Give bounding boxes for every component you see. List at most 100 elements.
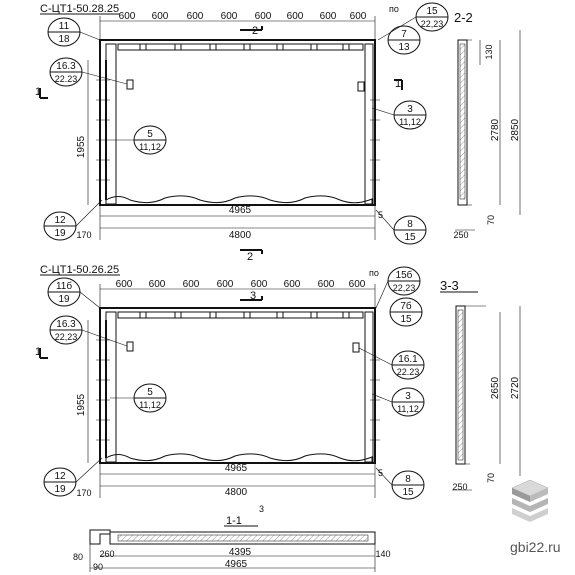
p1-dim-4965: 4965: [229, 205, 252, 216]
svg-text:12: 12: [54, 471, 66, 482]
s1-dim-80: 80: [73, 552, 83, 562]
svg-text:11б: 11б: [56, 280, 72, 292]
panel-2-bottom-profile: [105, 453, 373, 462]
p1-callout-3: 3 11,12: [371, 100, 427, 130]
svg-text:22,23: 22,23: [421, 19, 444, 29]
p1-dim-top-4: 600: [221, 11, 238, 22]
p1-embed-right: [357, 81, 365, 92]
p1-callout-5: 5 11,12: [110, 125, 167, 155]
p1-callout-15: по 15 22,23: [377, 2, 449, 41]
panel-1-top-dimensions: 600 600 600 600 600 600 600 600: [99, 11, 376, 40]
s2-dim-2780: 2780: [490, 118, 501, 141]
p2-cut-3: 3: [250, 290, 256, 302]
p1-dim-4800: 4800: [229, 230, 252, 241]
p1-cut-1-left: 1: [35, 86, 41, 98]
p1-dim-top-2: 600: [152, 11, 169, 22]
panel-1-bottom-profile: [105, 195, 373, 204]
p2-dim-top-6: 600: [284, 279, 301, 290]
s1-dim-140: 140: [375, 549, 390, 559]
svg-text:15: 15: [400, 314, 412, 325]
s3-dim-2650: 2650: [490, 376, 501, 399]
svg-text:15б: 15б: [396, 269, 413, 281]
panel-1: С-ЦТ1-50.28.25 600 600 600 600 600 600 6…: [35, 2, 449, 263]
p2-dim-top-4: 600: [217, 279, 234, 290]
p1-callout-8-15: 8 15: [375, 209, 427, 245]
panel-2-outline: [99, 307, 376, 464]
p2-dim-top-8: 600: [349, 279, 366, 290]
svg-text:11: 11: [59, 21, 70, 32]
svg-text:3: 3: [407, 104, 413, 115]
p1-callout-16-3: 16.3 22.23: [49, 57, 128, 87]
svg-text:3: 3: [405, 391, 411, 402]
svg-text:16.3: 16.3: [56, 61, 76, 72]
p2-dim-height: 1955: [76, 393, 87, 416]
p2-dim-4800: 4800: [225, 487, 248, 498]
p2-callout-12-19: 12 19: [43, 457, 103, 497]
p2-cut-1-left: 1: [35, 346, 41, 358]
p1-callout-7-13: 7 13: [387, 25, 421, 55]
s1-dim-4395: 4395: [229, 547, 252, 558]
svg-text:11,12: 11,12: [139, 400, 161, 410]
svg-text:13: 13: [398, 42, 410, 53]
s3-dim-2720: 2720: [510, 376, 521, 399]
p1-dim-top-1: 600: [119, 11, 136, 22]
p2-callout-16-1: 16.1 22.23: [358, 347, 425, 380]
p1-dim-height: 1955: [76, 135, 87, 158]
p2-callout-7b-15: 7б 15: [389, 297, 423, 327]
section-2-2: 2-2 130 2780 2850 70 250: [453, 10, 521, 240]
svg-text:11,12: 11,12: [139, 142, 161, 152]
p2-callout-11b-19: 11б 19: [47, 277, 101, 309]
s2-dim-250: 250: [453, 230, 468, 240]
panel-2: С-ЦТ1-50.26.25 600 600 600 600 600 600 6…: [35, 264, 425, 500]
panel-1-code: С-ЦТ1-50.28.25: [40, 3, 119, 15]
svg-text:5: 5: [147, 129, 153, 140]
p2-callout-8-15: 8 15: [375, 467, 425, 500]
p2-dim-top-1: 600: [116, 279, 133, 290]
svg-text:19: 19: [54, 228, 66, 239]
p2-embed-right: [352, 342, 360, 353]
svg-text:22,23: 22,23: [55, 332, 78, 342]
svg-text:19: 19: [58, 294, 70, 305]
p2-dim-top-7: 600: [318, 279, 335, 290]
p2-embed-left: [126, 341, 134, 352]
s2-dim-130: 130: [484, 44, 494, 59]
svg-text:8: 8: [405, 474, 411, 485]
panel-1-outline: [99, 39, 376, 206]
svg-text:15: 15: [402, 487, 414, 498]
s3-dim-70: 70: [486, 473, 496, 483]
panel-2-code: С-ЦТ1-50.26.25: [40, 264, 119, 276]
p1-dim-top-3: 600: [187, 11, 204, 22]
p1-dim-top-5: 600: [255, 11, 272, 22]
section-1-1: 1-1 3 80 260 4395 140 90 4965: [73, 504, 391, 572]
watermark: gbi22.ru: [510, 479, 561, 555]
p2-dim-top-5: 600: [251, 279, 268, 290]
svg-text:12: 12: [54, 215, 66, 226]
s2-dim-2850: 2850: [510, 118, 521, 141]
svg-text:8: 8: [407, 219, 413, 230]
s1-dim-260: 260: [99, 549, 114, 559]
p1-callout-12-19: 12 19: [43, 199, 103, 241]
svg-text:16.1: 16.1: [398, 354, 418, 365]
svg-text:22.23: 22.23: [55, 74, 78, 84]
p1-callout-11-18: 11 18: [47, 17, 101, 47]
p2-callout-15b: по 15б 22,23: [369, 266, 421, 309]
svg-text:19: 19: [54, 484, 66, 495]
svg-text:22.23: 22.23: [397, 367, 420, 377]
svg-text:15: 15: [404, 232, 416, 243]
p1-dim-top-8: 600: [350, 11, 367, 22]
svg-text:5: 5: [147, 387, 153, 398]
svg-text:18: 18: [58, 34, 70, 45]
p1-cut-2-bottom: 2: [247, 251, 253, 263]
p1-dim-top-7: 600: [320, 11, 337, 22]
p2-callout-16-3: 16.3 22,23: [49, 315, 128, 347]
section-1-1-cut-3: 3: [259, 504, 264, 514]
section-3-3: 3-3 2650 2720 70 250: [440, 278, 521, 492]
p2-dim-top-2: 600: [149, 279, 166, 290]
s2-dim-70: 70: [486, 215, 496, 225]
svg-text:7б: 7б: [400, 300, 412, 312]
section-3-3-label: 3-3: [440, 278, 459, 293]
svg-text:22,23: 22,23: [393, 283, 416, 293]
s1-dim-4965: 4965: [225, 559, 248, 570]
logo-stack-icon: [511, 479, 549, 522]
